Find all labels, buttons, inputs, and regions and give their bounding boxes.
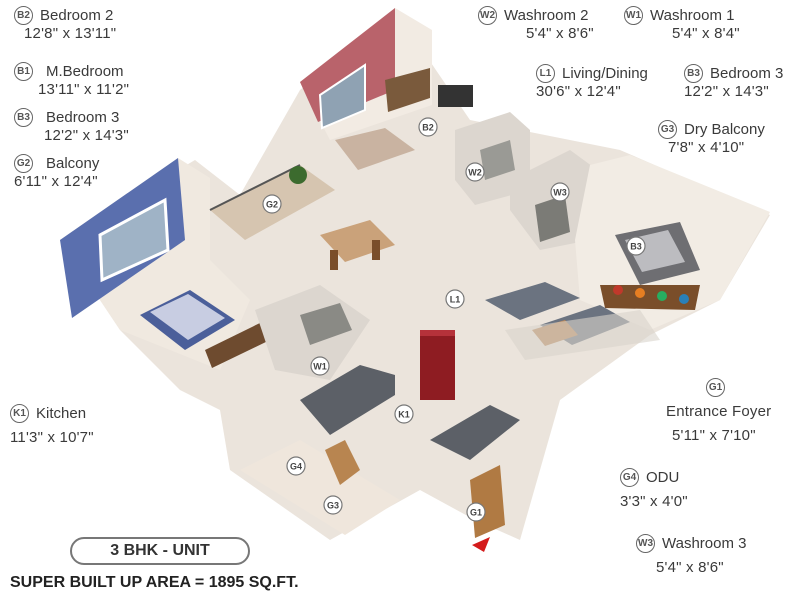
code-badge: K1 xyxy=(10,404,29,423)
legend-master-bedroom: B1 M.Bedroom 13'11" x 11'2" xyxy=(14,62,129,99)
plan-tag-b3: B3 xyxy=(630,242,642,252)
code-badge: G2 xyxy=(14,154,33,173)
plan-tag-circle xyxy=(550,182,570,202)
plan-tag-b2: B2 xyxy=(422,123,434,133)
room-dims: 12'2" x 14'3" xyxy=(44,127,129,144)
room-dims: 5'4" x 8'6" xyxy=(526,25,594,42)
plan-tag-circle xyxy=(466,502,486,522)
plan-tag-l1: L1 xyxy=(450,295,461,305)
plan-tag-circle xyxy=(262,194,282,214)
legend-balcony: G2 Balcony 6'11" x 12'4" xyxy=(14,154,99,191)
room-name: Bedroom 2 xyxy=(40,6,114,24)
room-name: Balcony xyxy=(46,154,100,172)
code-badge: G4 xyxy=(620,468,639,487)
room-name: Kitchen xyxy=(36,404,87,422)
plan-tag-g2: G2 xyxy=(266,200,278,210)
room-dims: 30'6" x 12'4" xyxy=(536,83,621,100)
kitchen-area xyxy=(300,330,520,460)
room-dims: 3'3" x 4'0" xyxy=(620,493,688,510)
room-dims: 11'3" x 10'7" xyxy=(10,429,94,446)
legend-bedroom-3-right: B3 Bedroom 3 12'2" x 14'3" xyxy=(684,64,783,101)
code-badge: L1 xyxy=(536,64,555,83)
room-dims: 5'4" x 8'6" xyxy=(656,559,724,576)
room-name: Washroom 1 xyxy=(650,6,735,24)
legend-bedroom-2: B2 Bedroom 2 12'8" x 13'11" xyxy=(14,6,116,43)
code-badge: W2 xyxy=(478,6,497,25)
code-badge: B3 xyxy=(684,64,703,83)
plan-tag-w2: W2 xyxy=(468,168,482,178)
code-badge: B3 xyxy=(14,108,33,127)
plan-tag-w1: W1 xyxy=(313,362,327,372)
room-name: ODU xyxy=(646,468,680,486)
room-name: Dry Balcony xyxy=(684,120,765,138)
code-badge: G1 xyxy=(706,378,725,397)
plan-tag-k1: K1 xyxy=(398,410,410,420)
living-area xyxy=(485,282,660,360)
legend-entrance-foyer: G1 Entrance Foyer 5'11" x 7'10" xyxy=(656,378,771,445)
room-name: Washroom 3 xyxy=(662,534,747,552)
entrance-arrow-icon xyxy=(472,537,490,552)
code-badge: B2 xyxy=(14,6,33,25)
washroom-w1-area xyxy=(255,285,370,380)
master-bedroom-area xyxy=(60,158,270,370)
dry-balcony-area xyxy=(240,440,400,535)
room-dims: 5'4" x 8'4" xyxy=(672,25,740,42)
plan-tag-circle xyxy=(310,356,330,376)
room-dims: 12'8" x 13'11" xyxy=(24,25,117,42)
plan-tag-g1: G1 xyxy=(470,508,482,518)
room-dims: 12'2" x 14'3" xyxy=(684,83,769,100)
plan-tag-w3: W3 xyxy=(553,188,567,198)
bedroom-2-area xyxy=(300,8,473,170)
room-name: Bedroom 3 xyxy=(46,108,120,126)
room-name: Entrance Foyer xyxy=(666,403,772,420)
room-dims: 13'11" x 11'2" xyxy=(38,81,130,98)
legend-washroom-2: W2 Washroom 2 5'4" x 8'6" xyxy=(478,6,594,43)
room-dims: 5'11" x 7'10" xyxy=(672,427,756,444)
room-name: Living/Dining xyxy=(562,64,648,82)
legend-washroom-1: W1 Washroom 1 5'4" x 8'4" xyxy=(624,6,740,43)
room-name: M.Bedroom xyxy=(46,62,124,80)
plan-tag-circle xyxy=(626,236,646,256)
plan-tag-g4: G4 xyxy=(290,462,302,472)
unit-type-label: 3 BHK - UNIT xyxy=(70,537,250,565)
code-badge: W3 xyxy=(636,534,655,553)
code-badge: W1 xyxy=(624,6,643,25)
super-built-up-area: SUPER BUILT UP AREA = 1895 SQ.FT. xyxy=(10,574,299,591)
dining-area xyxy=(320,220,395,270)
legend-washroom-3: W3 Washroom 3 5'4" x 8'6" xyxy=(636,534,746,577)
legend-kitchen: K1 Kitchen 11'3" x 10'7" xyxy=(10,404,94,447)
legend-living-dining: L1 Living/Dining 30'6" x 12'4" xyxy=(536,64,648,101)
legend-bedroom-3-left: B3 Bedroom 3 12'2" x 14'3" xyxy=(14,108,129,145)
code-badge: B1 xyxy=(14,62,33,81)
room-dims: 6'11" x 12'4" xyxy=(14,173,98,190)
plan-tag-circle xyxy=(445,289,465,309)
room-name: Bedroom 3 xyxy=(710,64,784,82)
legend-dry-balcony: G3 Dry Balcony 7'8" x 4'10" xyxy=(658,120,765,157)
plan-tag-circle xyxy=(286,456,306,476)
room-dims: 7'8" x 4'10" xyxy=(668,139,745,156)
floor-slab xyxy=(60,10,770,540)
code-badge: G3 xyxy=(658,120,677,139)
plan-tag-circle xyxy=(323,495,343,515)
room-name: Washroom 2 xyxy=(504,6,589,24)
plan-tag-g3: G3 xyxy=(327,501,339,511)
plan-tag-circle xyxy=(394,404,414,424)
plan-tag-circle xyxy=(465,162,485,182)
plan-tag-circle xyxy=(418,117,438,137)
legend-odu: G4 ODU 3'3" x 4'0" xyxy=(620,468,688,511)
bedroom-3-area xyxy=(575,155,770,330)
